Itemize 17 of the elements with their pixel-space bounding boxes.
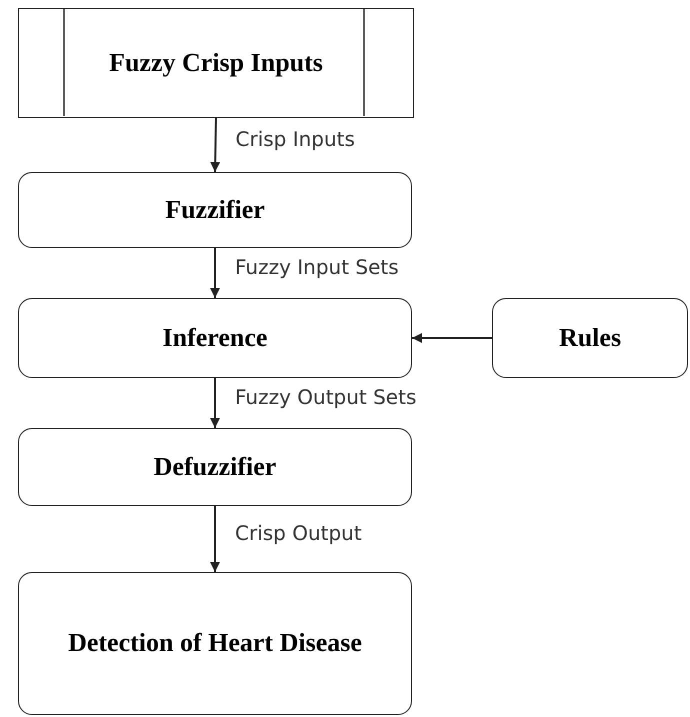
process-box xyxy=(18,172,412,248)
node-title: Defuzzifier xyxy=(154,450,276,483)
node-title: Rules xyxy=(558,322,622,354)
node-title: Detection of Heart Disease xyxy=(68,627,362,660)
arrow xyxy=(412,333,492,343)
arrow xyxy=(210,118,220,172)
arrow xyxy=(210,506,220,572)
predefined-process-box xyxy=(18,8,414,118)
node-title: Fuzzy Crisp Inputs xyxy=(109,46,323,79)
arrow xyxy=(210,248,220,298)
arrow xyxy=(210,378,220,428)
process-box xyxy=(18,428,412,506)
process-box xyxy=(492,298,688,378)
process-box xyxy=(18,572,412,715)
node-title: Inference xyxy=(162,322,268,354)
process-box xyxy=(18,298,412,378)
node-title: Fuzzifier xyxy=(165,194,265,226)
